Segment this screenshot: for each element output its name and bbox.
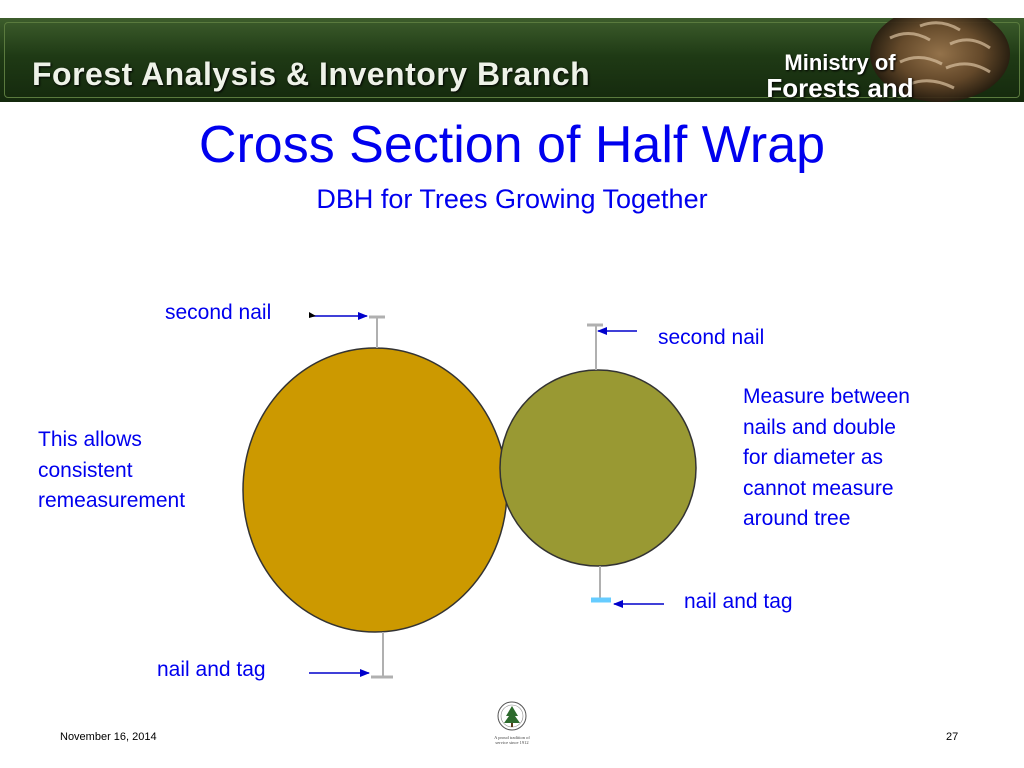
- forest-service-emblem-icon: [497, 701, 527, 731]
- label-allows-block: This allows consistent remeasurement: [38, 425, 185, 517]
- ministry-name: Ministry of Forests and Range: [740, 50, 940, 103]
- label-measure-line-1: Measure between: [743, 385, 910, 408]
- large-tree-cross-section: [242, 347, 508, 633]
- label-measure-line-4: cannot measure: [743, 476, 894, 500]
- label-measure-block: Measure between nails and double for dia…: [743, 382, 910, 535]
- banner-border: [4, 22, 1020, 98]
- label-allows-line-3: remeasurement: [38, 489, 186, 512]
- label-measure-line-5: around tree: [743, 507, 851, 530]
- header-banner: Forest Analysis & Inventory Branch Minis…: [0, 18, 1024, 102]
- small-tree-cross-section: [499, 369, 697, 567]
- label-allows-line-1: This allows: [38, 428, 142, 451]
- label-allows-line-2: consistent: [38, 458, 133, 482]
- footer-page-number: 27: [946, 731, 959, 743]
- label-nail-tag-left: nail and tag: [157, 658, 266, 681]
- label-second-nail-left: second nail: [165, 301, 272, 324]
- slide-title: Cross Section of Half Wrap: [198, 116, 826, 174]
- label-measure-line-2: nails and double: [743, 415, 896, 439]
- footer-tagline: A proud tradition of service since 1912: [476, 735, 548, 745]
- label-second-nail-right: second nail: [658, 326, 765, 349]
- slide-subtitle: DBH for Trees Growing Together: [316, 184, 708, 214]
- footer-tagline-line-1: A proud tradition of: [494, 735, 530, 740]
- ministry-line-1: Ministry of: [784, 50, 896, 75]
- footer-tagline-line-2: service since 1912: [495, 740, 529, 745]
- label-measure-line-3: for diameter as: [743, 446, 884, 469]
- ministry-line-2: Forests and Range: [766, 73, 914, 102]
- pinecone-image: [870, 18, 1010, 102]
- branch-name: Forest Analysis & Inventory Branch: [32, 56, 591, 92]
- label-nail-tag-right: nail and tag: [684, 590, 793, 613]
- footer-date: November 16, 2014: [60, 731, 157, 743]
- arrow-small-tick: [309, 312, 316, 318]
